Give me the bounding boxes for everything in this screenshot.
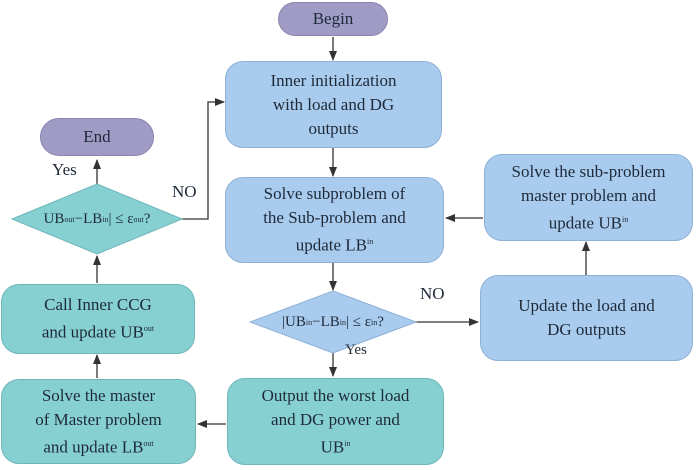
master-in-line-1: Solve the sub-problem [511,161,666,181]
end-label: End [83,127,111,146]
inner-check-sup2: in [339,317,346,327]
inner-init-line-3: outputs [308,118,359,138]
outer-check-diamond [10,183,184,255]
inner-check-rel: | ≤ ε [346,313,372,330]
inner-init-line-1: Inner initialization [270,70,397,90]
inner-check-diamond [248,290,418,354]
begin-label: Begin [312,9,354,28]
inner-check-sup1: in [305,317,313,327]
update-load-line-2: DG outputs [547,320,626,339]
output-line-3: UB [320,437,345,457]
arrow-outer-no [180,98,225,220]
solve-sub-line-2: the Sub-problem and [263,208,406,228]
inner-yes-label: Yes [345,342,367,358]
solve-master-outer-box: Solve the master of Master problem and u… [1,379,196,464]
inner-check-q: ? [377,313,384,330]
master-in-line-3: update UB [548,213,622,233]
inner-check-lb: −LB [312,313,340,330]
outer-check-sup1: out [64,214,75,224]
call-inner-line-2: and update UB [41,322,144,342]
solve-master-inner-box: Solve the sub-problem master problem and… [484,154,693,241]
master-out-line-2: of Master problem [35,409,162,429]
solve-sub-line-1: Solve subproblem of [263,184,406,204]
master-out-sup: out [143,438,154,448]
outer-no-label: NO [172,182,197,201]
call-inner-ccg-box: Call Inner CCG and update UBout [1,284,195,354]
inner-init-line-2: with load and DG [272,94,395,114]
outer-check-ub: UB [43,210,65,227]
outer-check-sup3: out [133,214,144,224]
output-worst-box: Output the worst load and DG power and U… [227,378,444,465]
output-line-1: Output the worst load [261,385,410,405]
solve-subproblem-box: Solve subproblem of the Sub-problem and … [225,177,444,263]
call-inner-line-1: Call Inner CCG [44,295,152,315]
master-out-line-1: Solve the master [41,385,156,405]
end-terminal: End [40,118,154,156]
master-in-line-2: master problem and [520,185,656,205]
outer-check-q: ? [143,210,151,227]
inner-no-label: NO [420,284,445,303]
begin-terminal: Begin [278,2,388,36]
inner-initialization-box: Inner initialization with load and DG ou… [225,61,442,148]
inner-check-ub: |UB [282,313,306,330]
update-load-box: Update the load and DG outputs [480,275,693,361]
output-sup: in [344,438,351,448]
output-line-2: and DG power and [271,409,400,429]
solve-sub-line-3: update LB [295,235,368,255]
call-inner-sup: out [143,324,155,334]
master-out-line-3: and update LB [43,437,144,457]
outer-check-lb: −LB [74,210,103,227]
outer-check-sup2: in [102,214,109,224]
inner-check-sup3: in [371,317,378,327]
update-load-line-1: Update the load and [518,296,655,315]
outer-check-rel: | ≤ ε [108,210,134,227]
outer-yes-label: Yes [52,160,77,179]
solve-sub-sup: in [367,237,374,247]
master-in-sup: in [621,214,629,224]
